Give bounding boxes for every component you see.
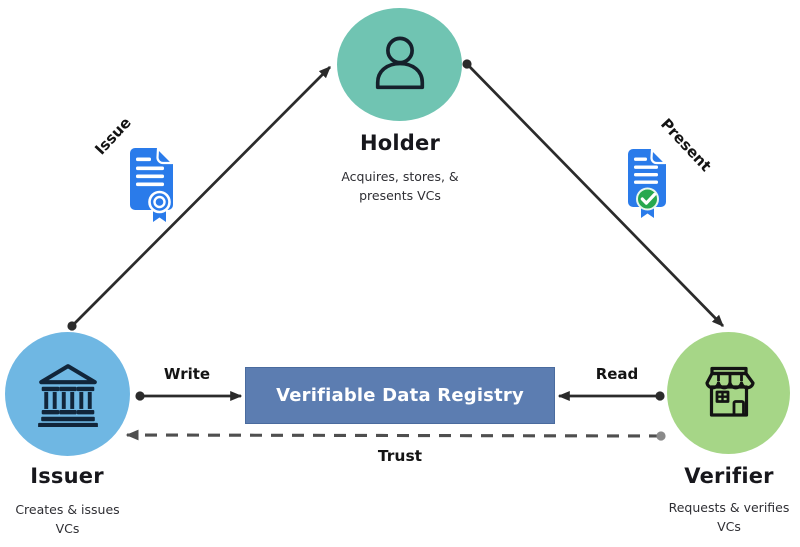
verifiable-data-registry-box: Verifiable Data Registry <box>245 367 555 424</box>
write-edge-label: Write <box>163 365 211 383</box>
holder-title: Holder <box>359 131 441 155</box>
holder-circle <box>337 8 462 121</box>
registry-label: Verifiable Data Registry <box>276 385 524 406</box>
holder-description-line2: presents VCs <box>359 188 441 204</box>
issuer-title: Issuer <box>30 464 104 488</box>
trust-dashed-arrow <box>125 429 666 441</box>
issue-arrow <box>67 66 331 331</box>
holder-description-line1: Acquires, stores, & <box>341 169 459 184</box>
read-arrow <box>557 390 665 402</box>
issuer-description: Creates & issues VCs <box>0 500 135 539</box>
issuer-description-line2: VCs <box>55 521 80 537</box>
verifier-description-line1: Requests & verifies <box>668 500 790 515</box>
certificate-document-icon <box>123 145 185 231</box>
verifier-description: Requests & verifies VCs <box>649 498 800 537</box>
bank-columns-icon <box>37 364 98 427</box>
issuer-description-line1: Creates & issues <box>15 502 120 517</box>
holder-description: Acquires, stores, & presents VCs <box>310 167 490 206</box>
present-arrow <box>462 59 724 327</box>
read-edge-label: Read <box>595 365 639 383</box>
checked-document-icon <box>623 146 675 228</box>
person-icon <box>375 36 424 89</box>
issuer-circle <box>5 332 130 456</box>
write-arrow <box>135 390 243 402</box>
verifier-title: Verifier <box>684 464 774 488</box>
verifier-description-line2: VCs <box>717 519 741 535</box>
trust-edge-label: Trust <box>377 447 423 465</box>
verifier-circle <box>667 332 790 454</box>
storefront-icon <box>704 366 755 417</box>
